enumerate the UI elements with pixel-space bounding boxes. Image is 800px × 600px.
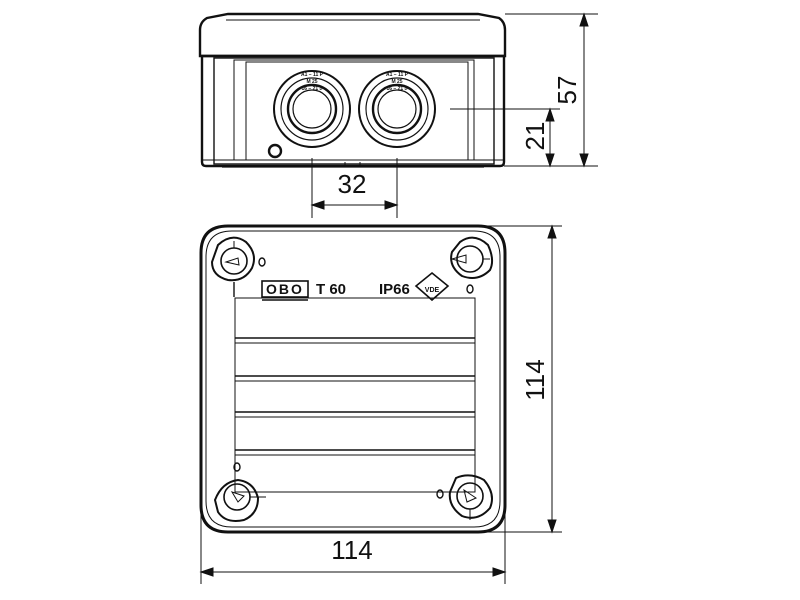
entry-label-right-top: A1 – 11 P bbox=[386, 72, 409, 78]
entry-label-left-bottom: 16 – 21 ⌀ bbox=[301, 86, 322, 92]
dimension-width bbox=[199, 505, 507, 584]
brand-logo-box bbox=[261, 280, 309, 298]
marker-circle bbox=[258, 257, 266, 267]
side-body-inner-panel bbox=[233, 59, 475, 161]
entry-label-right-bottom: 16 – 21 ⌀ bbox=[386, 86, 407, 92]
marker-circle bbox=[466, 284, 474, 294]
dimension-label-width: 114 bbox=[331, 535, 372, 565]
dimension-depth bbox=[478, 224, 562, 534]
dimension-label-depth: 114 bbox=[520, 359, 550, 400]
cable-entry-right bbox=[358, 70, 436, 148]
side-body-inner-frame bbox=[213, 57, 495, 165]
model-label: T 60 bbox=[316, 281, 346, 298]
side-view bbox=[198, 12, 507, 168]
brand-logo: OBO bbox=[266, 281, 304, 297]
marker-circle bbox=[436, 489, 444, 499]
top-housing-outline bbox=[199, 224, 507, 534]
entry-label-left-mid: M 25 bbox=[306, 79, 317, 85]
side-lid bbox=[198, 12, 507, 58]
side-screw-plug bbox=[267, 143, 283, 159]
marker-circle bbox=[233, 462, 241, 472]
protection-rating: IP66 bbox=[379, 281, 410, 298]
vde-mark-label: VDE bbox=[425, 287, 440, 294]
entry-label-left-top: A1 – 11 P bbox=[301, 72, 324, 78]
entry-label-right-mid: M 25 bbox=[391, 79, 402, 85]
label-field bbox=[234, 297, 476, 493]
dimension-label-entry-spacing: 32 bbox=[338, 169, 367, 199]
dimension-label-height-entry: 21 bbox=[520, 122, 550, 151]
vde-approval-icon bbox=[414, 271, 450, 302]
top-view bbox=[199, 224, 507, 534]
corner-screw-bottom-left bbox=[213, 478, 266, 522]
side-body bbox=[200, 54, 506, 168]
corner-screw-bottom-right bbox=[448, 474, 493, 520]
corner-screw-top-right bbox=[450, 236, 494, 279]
side-base-notch bbox=[344, 162, 361, 167]
top-housing-inner-outline bbox=[205, 230, 501, 528]
cable-entry-left bbox=[273, 70, 351, 148]
corner-screw-top-left bbox=[210, 236, 255, 282]
dimension-label-height-total: 57 bbox=[552, 76, 582, 105]
dimension-entry-spacing bbox=[310, 158, 399, 218]
dimension-height-entry bbox=[450, 107, 560, 168]
